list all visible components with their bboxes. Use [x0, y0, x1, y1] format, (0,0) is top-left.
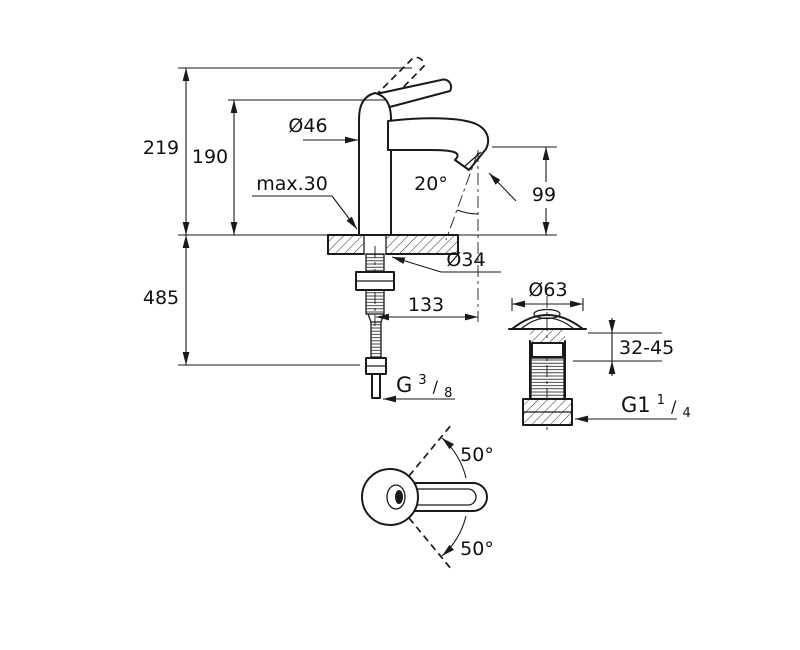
supply-hose: [370, 321, 382, 359]
swing-line-down-dashed: [408, 517, 453, 571]
drain-plug-knob: [533, 308, 561, 320]
mounting-hardware: [355, 253, 395, 399]
dim-spout-projection: 133: [408, 294, 444, 316]
lever-hub-dot: [395, 490, 403, 504]
dim-swing-up: 50°: [460, 444, 494, 466]
counter-section: [327, 234, 459, 255]
dim-height-to-handle: 190: [192, 146, 228, 168]
dim-outlet-angle: 20°: [414, 173, 448, 195]
counter-hatch-right: [386, 235, 458, 254]
dim-outlet-height: 99: [532, 184, 556, 206]
hose-taper-right: [380, 313, 385, 323]
lever-raised-dashed: [374, 56, 425, 106]
drain-flange-underside: [530, 330, 565, 342]
dim-depth-below-counter: 485: [143, 287, 179, 309]
swing-line-up-dashed: [408, 423, 453, 477]
hose-end-tube: [371, 373, 381, 399]
waste-thread-label: G1 1 / 4: [621, 387, 691, 421]
counter-hatch-left: [328, 235, 364, 254]
side-view-faucet: [358, 56, 517, 326]
leader-d34-arrow: [391, 256, 442, 273]
drain-overflow-slot: [531, 342, 564, 358]
angle-arc: [456, 209, 479, 215]
handle-bar-inner: [404, 488, 477, 506]
cartridge-ellipse: [386, 484, 406, 510]
top-view-lever-swing: 50° 50°: [361, 423, 494, 571]
dim-flange-diameter: Ø63: [528, 279, 567, 301]
handle-bar-outer: [404, 482, 488, 512]
leader-max30-arrow: [331, 195, 358, 230]
hose-taper-left: [367, 313, 372, 323]
swing-arc-down: [441, 515, 467, 557]
drain-thread-body: [530, 357, 565, 400]
outlet-angle-line: [445, 151, 479, 241]
dim-total-height: 219: [143, 137, 179, 159]
dimension-annotations: 219 190 485 Ø46 max.30 20° 99 Ø34 133 G …: [143, 67, 557, 403]
faucet-body: [358, 92, 392, 236]
faucet-spout: [387, 117, 490, 171]
dim-clamp-range: 32-45: [619, 337, 674, 359]
dim-hole-diameter: Ø34: [446, 249, 485, 271]
faucet-body-top: [361, 468, 419, 526]
drain-dome-outer: [511, 314, 584, 330]
drain-assembly-view: Ø63 32-45 G1 1 / 4: [508, 279, 691, 434]
dim-max-counter-thickness: max.30: [256, 173, 328, 195]
supply-thread-label: G 3 / 8: [396, 367, 452, 401]
dim-base-diameter: Ø46: [288, 115, 327, 137]
swing-arc-up: [441, 437, 467, 479]
dim-swing-down: 50°: [460, 538, 494, 560]
angle-leader-arrow: [488, 172, 517, 202]
